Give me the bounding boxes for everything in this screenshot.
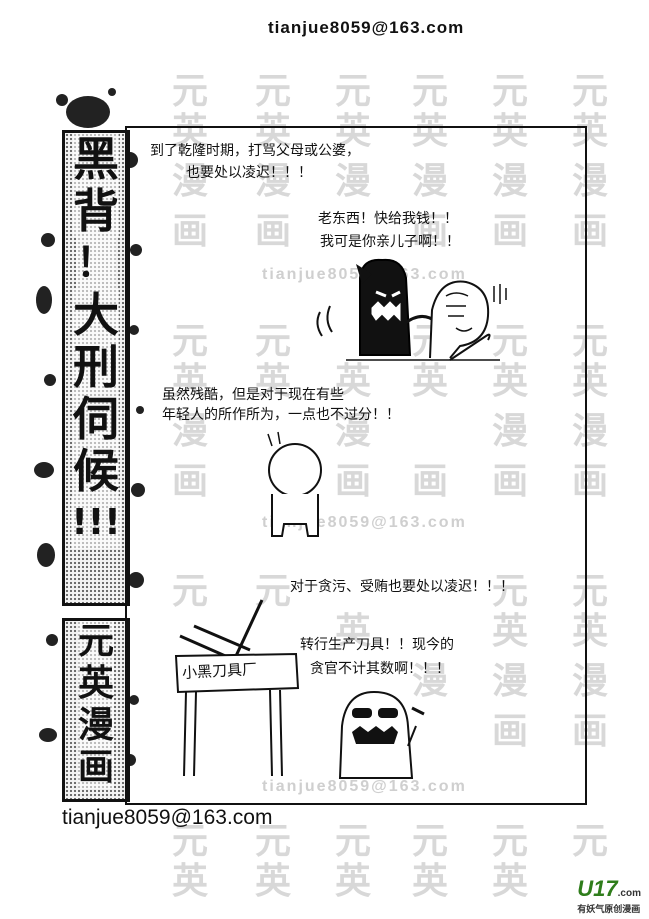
title-char: 背 [73, 184, 119, 238]
watermark-char: 漫 [172, 161, 209, 202]
brand-char: 元 [77, 621, 114, 663]
watermark-char: 英 [255, 361, 292, 402]
watermark-char: 画 [255, 211, 292, 252]
watermark-char: 英 [412, 111, 449, 152]
watermark-char: 元 [492, 321, 529, 362]
site-logo: U17.com 有妖气原创漫画 [577, 876, 641, 915]
panel2-caption-line1: 虽然残酷，但是对于现在有些 [162, 387, 344, 403]
watermark-char: 画 [572, 461, 609, 502]
watermark-char: 元 [572, 321, 609, 362]
watermark-char: 元 [572, 821, 609, 862]
title-char: ！ [76, 237, 116, 289]
watermark-char: 画 [572, 211, 609, 252]
watermark-char: 英 [492, 361, 529, 402]
watermark-char: 元 [172, 71, 209, 112]
watermark-char: 英 [572, 361, 609, 402]
watermark-char: 英 [492, 611, 529, 652]
watermark-char: 元 [172, 321, 209, 362]
logo-mark: U17 [577, 876, 618, 901]
panel1-caption-line1: 到了乾隆时期，打骂父母或公婆， [150, 143, 360, 159]
watermark-char: 画 [492, 711, 529, 752]
watermark-char: 英 [412, 861, 449, 902]
watermark-char: 画 [172, 461, 209, 502]
footer-email: tianjue8059@163.com [62, 806, 273, 829]
watermark-char: 漫 [572, 161, 609, 202]
watermark-char: 漫 [335, 411, 372, 452]
watermark-char: 画 [412, 211, 449, 252]
watermark-char: 英 [335, 111, 372, 152]
watermark-email: tianjue8059@163.com [262, 778, 467, 795]
watermark-char: 元 [255, 821, 292, 862]
title-char: !!! [71, 497, 121, 549]
watermark-char: 英 [335, 361, 372, 402]
title-char: 大 [73, 288, 119, 342]
watermark-char: 元 [492, 571, 529, 612]
watermark-char: 漫 [335, 161, 372, 202]
watermark-char: 漫 [172, 411, 209, 452]
watermark-char: 画 [172, 211, 209, 252]
watermark-char: 英 [492, 861, 529, 902]
watermark-char: 英 [335, 861, 372, 902]
panel3-illustration [174, 599, 425, 779]
watermark-char: 元 [412, 71, 449, 112]
comic-frame [125, 126, 587, 805]
logo-tagline: 有妖气原创漫画 [577, 904, 641, 914]
panel1-illustration [316, 258, 507, 361]
watermark-char: 漫 [255, 161, 292, 202]
watermark-char: 画 [335, 461, 372, 502]
watermark-char: 元 [572, 71, 609, 112]
panel1-speech-line1: 老东西！快给我钱！！ [318, 211, 458, 227]
watermark-char: 画 [572, 711, 609, 752]
panel3-caption: 对于贪污、受贿也要处以凌迟！！！ [290, 579, 514, 595]
watermark-char: 画 [492, 211, 529, 252]
title-char: 黑 [73, 132, 119, 186]
watermark-char: 英 [172, 861, 209, 902]
panel2-illustration [267, 431, 322, 537]
watermark-char: 英 [172, 111, 209, 152]
watermark-char: 英 [335, 611, 372, 652]
watermark-char: 英 [255, 861, 292, 902]
watermark-char: 元 [255, 71, 292, 112]
panel3-speech-line1: 转行生产刀具！！现今的 [300, 637, 454, 653]
watermark-char: 元 [172, 821, 209, 862]
panel2-caption-line2: 年轻人的所作所为，一点也不过分！！ [162, 407, 400, 423]
title-char: 刑 [73, 340, 119, 394]
watermark-char: 元 [335, 71, 372, 112]
watermark-char: 英 [412, 361, 449, 402]
watermark-char: 英 [572, 611, 609, 652]
watermark-char: 漫 [412, 661, 449, 702]
header-email: tianjue8059@163.com [268, 18, 465, 37]
watermark-char: 英 [255, 111, 292, 152]
brand-char: 画 [77, 747, 114, 789]
watermark-char: 英 [572, 111, 609, 152]
panel1-speech-line2: 我可是你亲儿子啊！！ [320, 234, 460, 250]
brand-char: 英 [77, 663, 114, 705]
brand-char: 漫 [77, 705, 114, 747]
title-char: 伺 [73, 392, 119, 446]
watermark-char: 漫 [492, 161, 529, 202]
watermark-char: 英 [492, 111, 529, 152]
brand-panel: 元 英 漫 画 [62, 618, 130, 802]
watermark-char: 漫 [572, 411, 609, 452]
watermark-char: 元 [172, 571, 209, 612]
logo-sub: .com [617, 888, 641, 899]
panel3-speech-line2: 贪官不计其数啊！！！ [310, 661, 450, 677]
watermark-char: 元 [492, 821, 529, 862]
watermark-char: 漫 [492, 661, 529, 702]
watermark-char: 元 [335, 821, 372, 862]
watermark-char: 元 [572, 571, 609, 612]
watermark-char: 漫 [412, 161, 449, 202]
watermark-char: 画 [492, 461, 529, 502]
watermark-char: 元 [255, 321, 292, 362]
panel1-caption-line2: 也要处以凌迟！！！ [186, 165, 312, 181]
watermark-char: 英 [172, 361, 209, 402]
watermark-char: 元 [492, 71, 529, 112]
watermark-char: 漫 [572, 661, 609, 702]
title-char: 候 [73, 444, 119, 498]
watermark-char: 元 [412, 821, 449, 862]
watermark-char: 漫 [492, 411, 529, 452]
title-panel: 黑 背 ！ 大 刑 伺 候 !!! [62, 130, 130, 606]
watermark-char: 画 [412, 461, 449, 502]
